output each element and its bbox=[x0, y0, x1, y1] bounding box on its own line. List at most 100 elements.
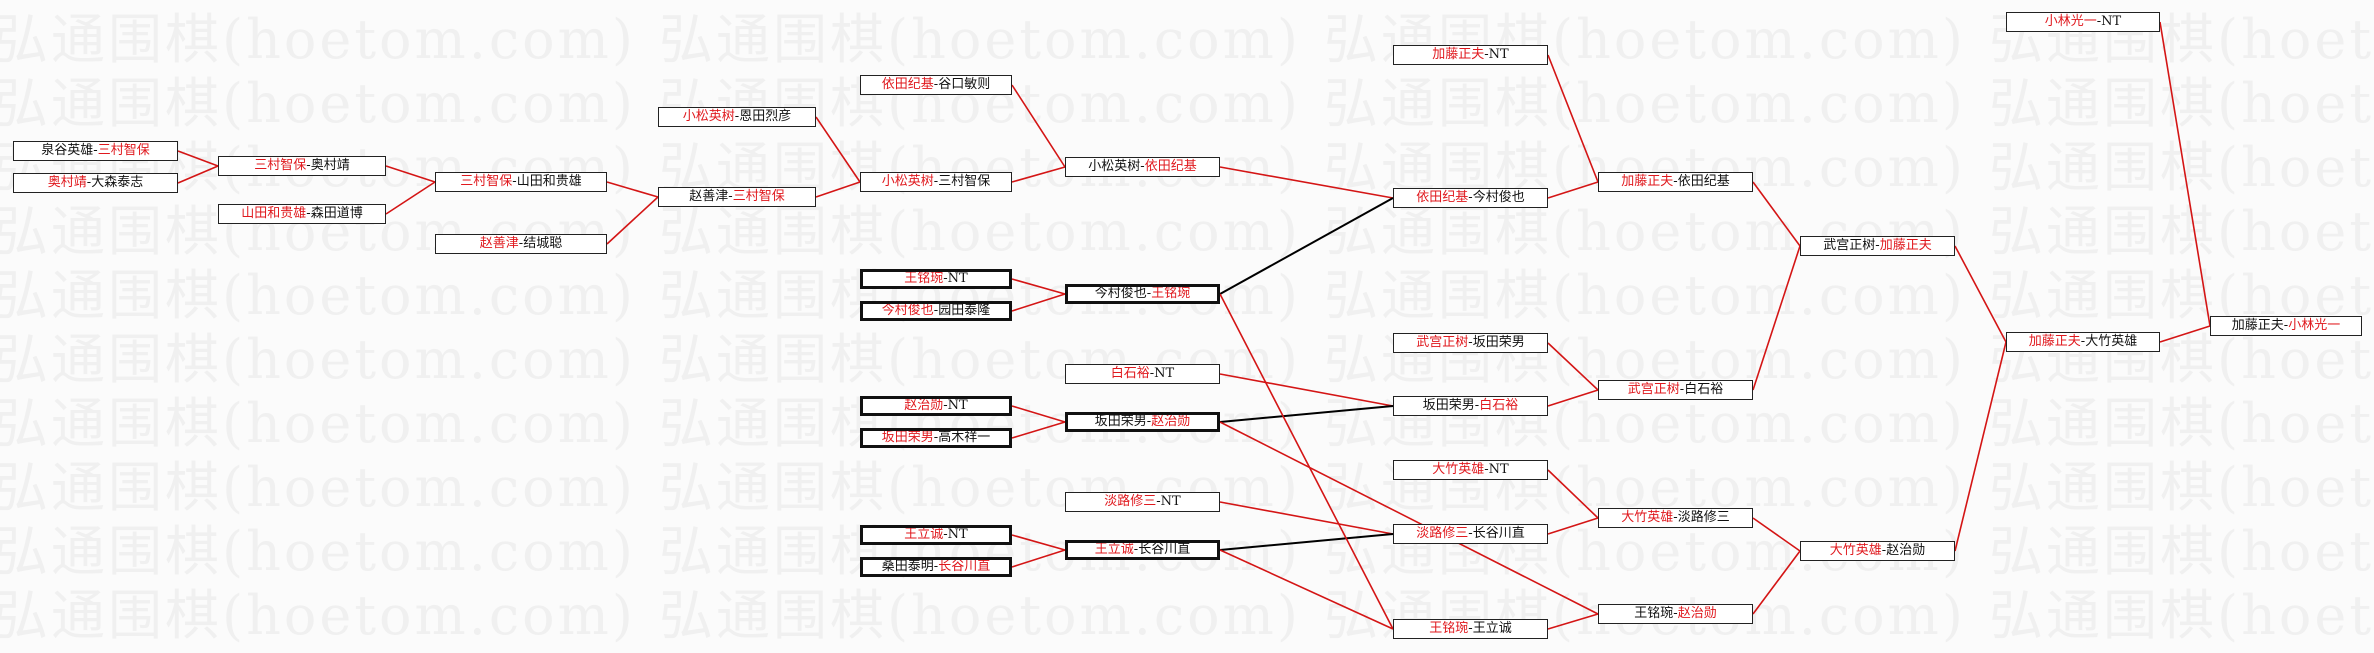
match-box-e5: 赵治勋-NT bbox=[860, 396, 1012, 416]
match-box-e6: 坂田荣男-高木祥一 bbox=[860, 428, 1012, 448]
match-box-g6: 淡路修三-长谷川直 bbox=[1393, 524, 1548, 544]
match-box-c1: 三村智保-山田和贵雄 bbox=[435, 172, 607, 192]
winner-name: 王铭琬 bbox=[904, 271, 944, 286]
match-box-f2: 今村俊也-王铭琬 bbox=[1065, 284, 1220, 304]
bracket-line-e5-f4 bbox=[1011, 405, 1066, 423]
winner-name: 三村智保 bbox=[732, 189, 785, 204]
player-name: -NT bbox=[2096, 14, 2122, 29]
match-box-e1: 依田纪基-谷口敏则 bbox=[860, 75, 1012, 95]
match-box-h4: 王铭琬-赵治勋 bbox=[1598, 604, 1753, 624]
player-name: -王立诚 bbox=[1468, 621, 1512, 636]
winner-name: 小松英树 bbox=[881, 174, 934, 189]
match-box-g7: 王铭琬-王立诚 bbox=[1393, 619, 1548, 639]
bracket-line-j2-k1 bbox=[2159, 325, 2211, 343]
watermark-row: 弘通围棋(hoetom.com) bbox=[1989, 456, 2374, 519]
match-box-k1: 加藤正夫-小林光一 bbox=[2210, 316, 2362, 336]
winner-name: 赵治勋 bbox=[1151, 414, 1191, 429]
bracket-line-f6-g6 bbox=[1219, 533, 1394, 551]
watermark-row: 弘通围棋(hoetom.com) bbox=[0, 520, 636, 583]
bracket-line-e2-f1 bbox=[1011, 166, 1066, 183]
player-name: -长谷川直 bbox=[1133, 542, 1191, 557]
bracket-line-f6-g7 bbox=[1219, 549, 1394, 630]
bracket-line-h3-i2 bbox=[1752, 517, 1801, 552]
player-name: -坂田荣男 bbox=[1468, 335, 1525, 350]
match-box-e7: 王立诚-NT bbox=[860, 525, 1012, 545]
watermark-row: 弘通围棋(hoetom.com) bbox=[659, 8, 1301, 71]
player-name: -大森泰志 bbox=[86, 175, 144, 190]
bracket-line-b1-c1 bbox=[385, 165, 436, 183]
bracket-line-i2-j2 bbox=[1954, 341, 2007, 552]
player-name: -NT bbox=[1156, 494, 1181, 509]
bracket-line-f2-g2 bbox=[1219, 197, 1394, 295]
winner-name: 王立诚 bbox=[904, 527, 944, 542]
match-box-j1: 小林光一-NT bbox=[2006, 12, 2160, 32]
bracket-line-f5-g6 bbox=[1219, 501, 1394, 535]
match-box-f4: 坂田荣男-赵治勋 bbox=[1065, 412, 1220, 432]
winner-name: 武宫正树 bbox=[1416, 335, 1469, 350]
bracket-line-a2-b1 bbox=[177, 165, 219, 184]
player-name: 坂田荣男- bbox=[1094, 414, 1152, 429]
match-box-f1: 小松英树-依田纪基 bbox=[1065, 157, 1220, 177]
bracket-line-d1-e2 bbox=[815, 116, 861, 183]
match-box-d1: 小松英树-恩田烈彦 bbox=[658, 107, 816, 127]
match-box-h3: 大竹英雄-淡路修三 bbox=[1598, 508, 1753, 528]
winner-name: 王铭琬 bbox=[1151, 286, 1191, 301]
watermark-row: 弘通围棋(hoetom.com) bbox=[659, 200, 1301, 263]
player-name: -NT bbox=[1149, 366, 1175, 381]
match-box-g5: 大竹英雄-NT bbox=[1393, 460, 1548, 480]
bracket-line-g7-h4 bbox=[1547, 613, 1599, 630]
winner-name: 依田纪基 bbox=[1416, 190, 1469, 205]
player-name: -今村俊也 bbox=[1468, 190, 1525, 205]
player-name: -白石裕 bbox=[1679, 382, 1724, 397]
bracket-line-e1-f1 bbox=[1011, 84, 1066, 168]
player-name: 桑田泰明- bbox=[881, 559, 939, 574]
bracket-line-h1-i1 bbox=[1752, 181, 1801, 247]
player-name: 今村俊也- bbox=[1094, 286, 1152, 301]
player-name: -NT bbox=[1484, 462, 1509, 477]
bracket-line-g6-h3 bbox=[1547, 517, 1599, 535]
bracket-line-f4-h4 bbox=[1219, 421, 1599, 615]
player-name: -赵治勋 bbox=[1881, 543, 1926, 558]
winner-name: 小林光一 bbox=[2288, 318, 2341, 333]
bracket-line-g3-h2 bbox=[1547, 342, 1599, 391]
winner-name: 三村智保 bbox=[254, 158, 307, 173]
winner-name: 长谷川直 bbox=[938, 559, 991, 574]
match-box-e8: 桑田泰明-长谷川直 bbox=[860, 557, 1012, 577]
player-name: 武宫正树- bbox=[1823, 238, 1880, 253]
watermark-row: 弘通围棋(hoetom.com) bbox=[1989, 72, 2374, 135]
winner-name: 淡路修三 bbox=[1416, 526, 1469, 541]
winner-name: 加藤正夫 bbox=[1879, 238, 1932, 253]
match-box-a1: 泉谷英雄-三村智保 bbox=[13, 141, 178, 161]
watermark-row: 弘通围棋(hoetom.com) bbox=[0, 456, 636, 519]
player-name: -森田道博 bbox=[306, 206, 363, 221]
player-name: -恩田烈彦 bbox=[734, 109, 792, 124]
match-box-d2: 赵善津-三村智保 bbox=[658, 187, 816, 207]
winner-name: 大竹英雄 bbox=[1829, 543, 1882, 558]
bracket-line-h2-i1 bbox=[1752, 245, 1801, 391]
player-name: -谷口敏则 bbox=[933, 77, 991, 92]
bracket-line-h4-i2 bbox=[1752, 550, 1801, 615]
match-box-g1: 加藤正夫-NT bbox=[1393, 45, 1548, 65]
watermark-row: 弘通围棋(hoetom.com) bbox=[0, 392, 636, 455]
player-name: -大竹英雄 bbox=[2080, 334, 2138, 349]
watermark-row: 弘通围棋(hoetom.com) bbox=[1324, 264, 1966, 327]
bracket-line-d2-e2 bbox=[815, 181, 861, 198]
player-name: 泉谷英雄 bbox=[41, 143, 94, 158]
match-box-e3: 王铭琬-NT bbox=[860, 269, 1012, 289]
player-name: - bbox=[93, 143, 98, 158]
watermark-row: 弘通围棋(hoetom.com) bbox=[0, 8, 636, 71]
winner-name: 白石裕 bbox=[1110, 366, 1150, 381]
match-box-j2: 加藤正夫-大竹英雄 bbox=[2006, 332, 2160, 352]
bracket-line-e4-f2 bbox=[1011, 293, 1066, 312]
match-box-a2: 奥村靖-大森泰志 bbox=[13, 173, 178, 193]
match-box-h1: 加藤正夫-依田纪基 bbox=[1598, 172, 1753, 192]
winner-name: 赵治勋 bbox=[1677, 606, 1717, 621]
player-name: -依田纪基 bbox=[1673, 174, 1730, 189]
match-box-g4: 坂田荣男-白石裕 bbox=[1393, 396, 1548, 416]
watermark-row: 弘通围棋(hoetom.com) bbox=[0, 328, 636, 391]
player-name: -长谷川直 bbox=[1468, 526, 1525, 541]
player-name: 加藤正夫- bbox=[2231, 318, 2289, 333]
winner-name: 三村智保 bbox=[460, 174, 513, 189]
match-box-i1: 武宫正树-加藤正夫 bbox=[1800, 236, 1955, 256]
winner-name: 加藤正夫 bbox=[1621, 174, 1674, 189]
